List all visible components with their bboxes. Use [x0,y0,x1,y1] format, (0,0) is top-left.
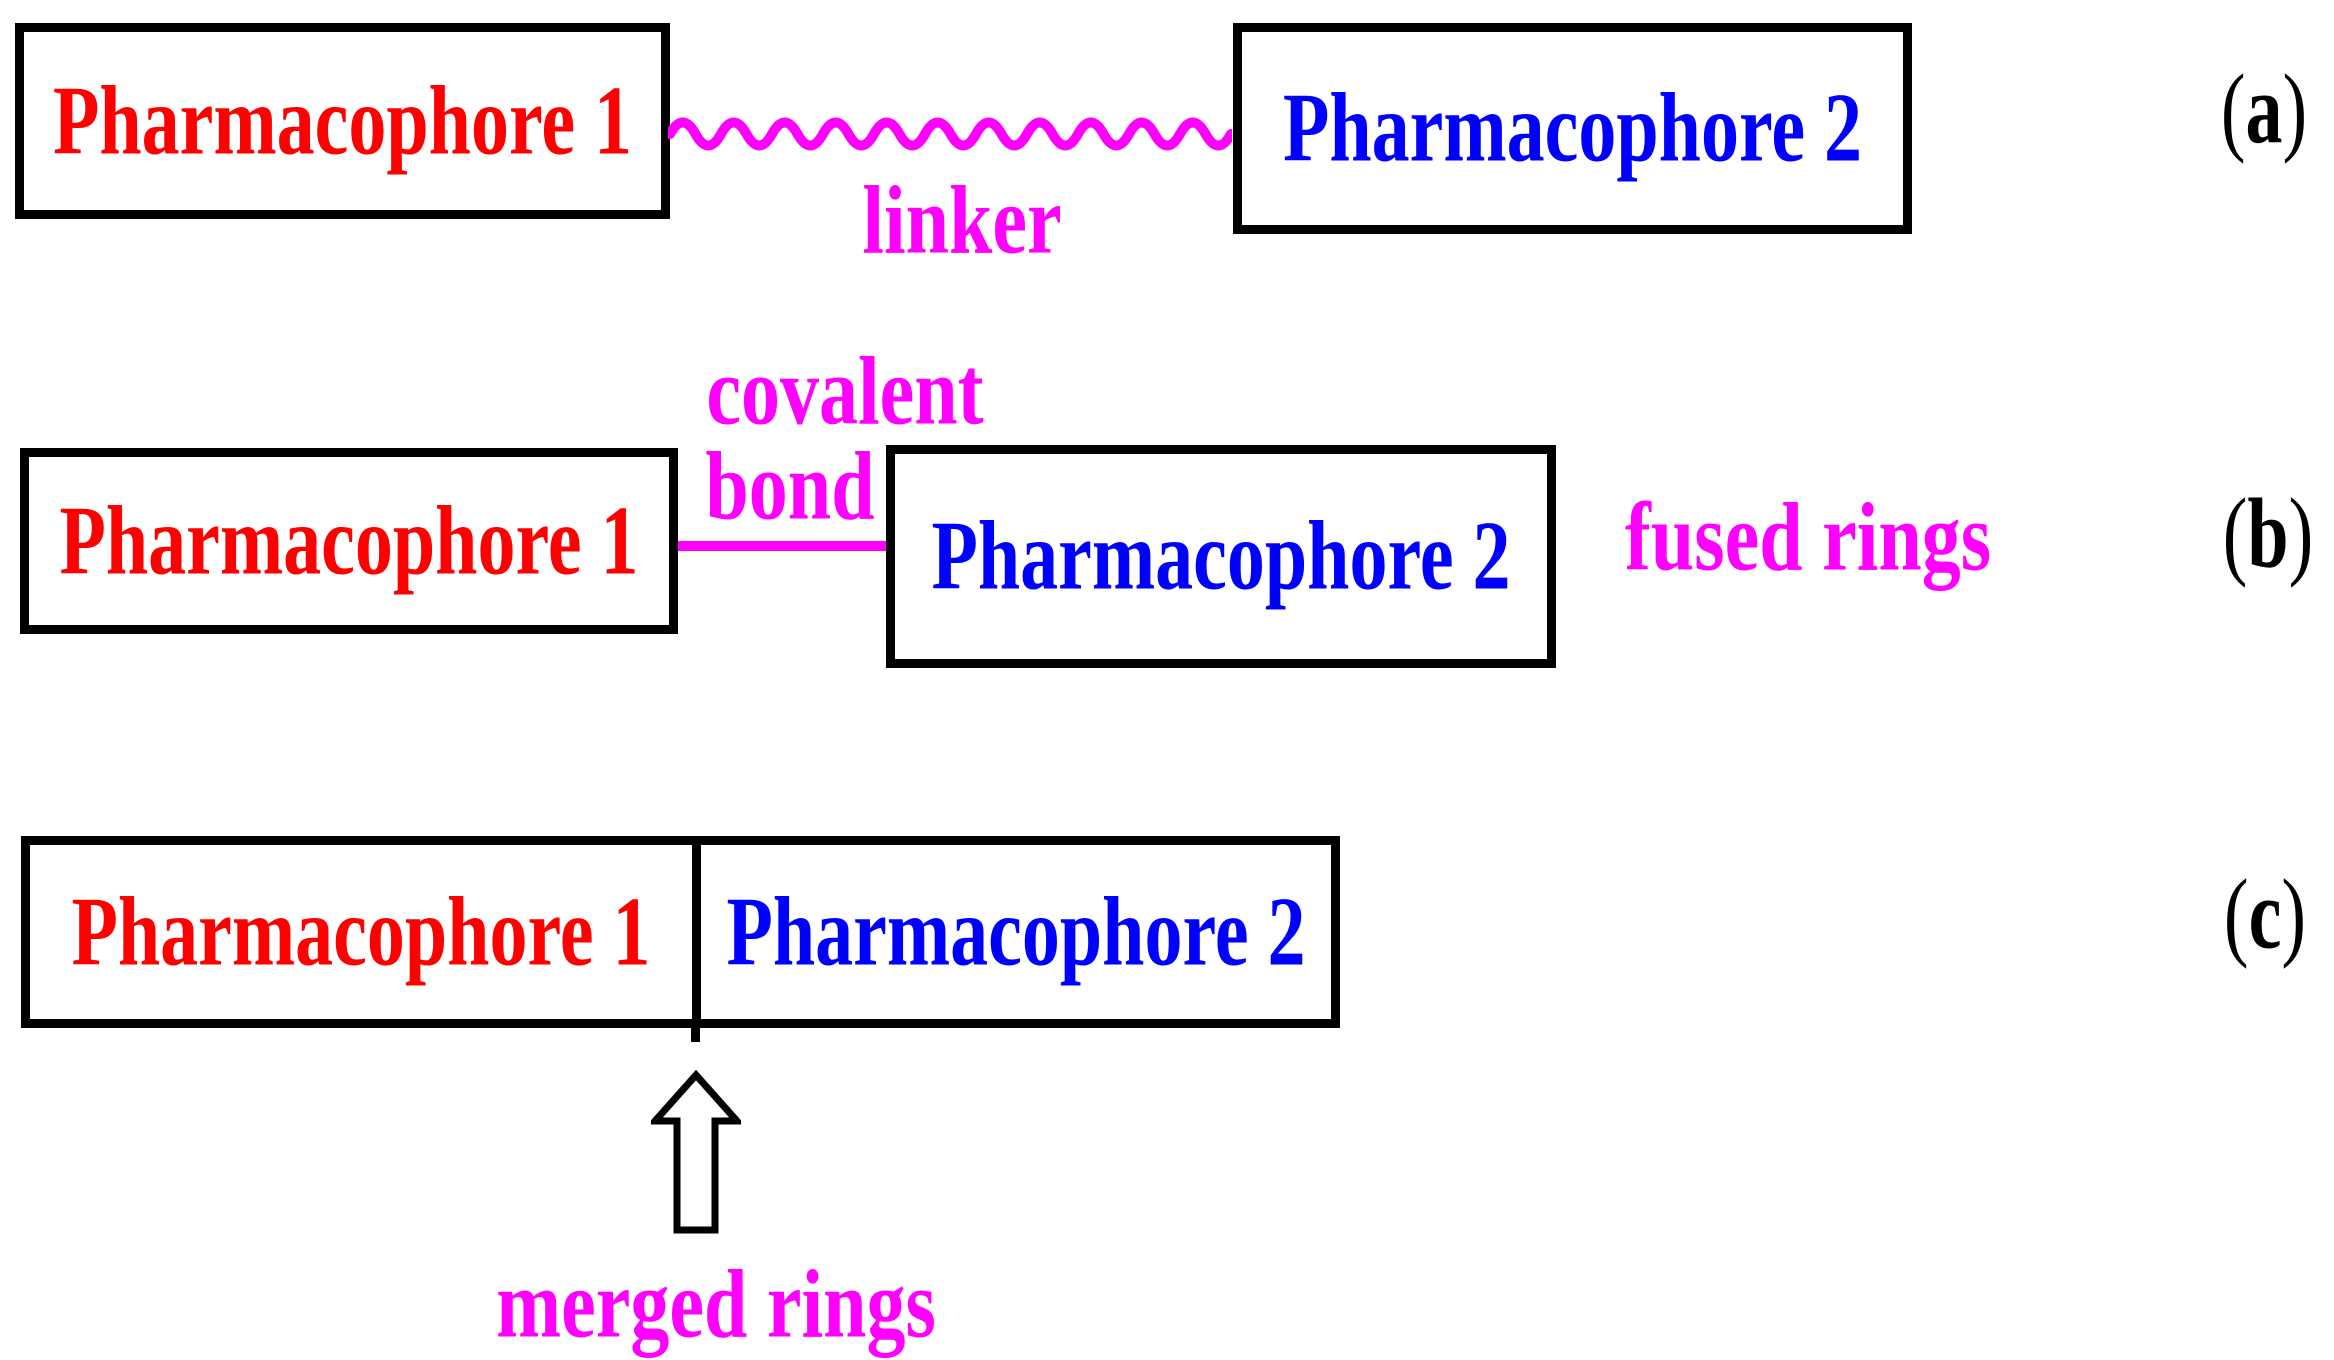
covalent-bond-label-line1: covalent [706,336,984,445]
panel-c-merged-box: Pharmacophore 1 Pharmacophore 2 [21,836,1340,1028]
panel-a-label-close-paren: ) [2282,54,2308,166]
panel-b-pharmacophore-1-box: Pharmacophore 1 [20,448,678,634]
merged-box-divider-stub [691,1025,700,1042]
up-arrow-icon [651,1070,741,1234]
panel-a-label-letter: a [2245,54,2283,166]
wavy-linker-icon [668,117,1232,151]
panel-a-label-open-paren: ( [2220,54,2246,166]
panel-b-label-letter: b [2247,478,2289,590]
covalent-bond-line [678,541,886,551]
panel-c-pharmacophore-2-text: Pharmacophore 2 [726,876,1306,986]
panel-a-pharmacophore-1-text: Pharmacophore 1 [52,65,633,175]
panel-a-pharmacophore-1-box: Pharmacophore 1 [15,23,670,219]
panel-a-label: (a) [2221,60,2307,160]
linker-label: linker [862,165,1062,274]
panel-c-pharmacophore-1-cell: Pharmacophore 1 [30,845,701,1019]
panel-a-pharmacophore-2-text: Pharmacophore 2 [1282,73,1863,183]
panel-c-pharmacophore-2-cell: Pharmacophore 2 [701,845,1331,1019]
panel-c-label-letter: c [2248,859,2282,971]
panel-b-label-open-paren: ( [2222,478,2248,590]
panel-a-pharmacophore-2-box: Pharmacophore 2 [1233,23,1912,234]
panel-b-label: (b) [2223,484,2313,584]
panel-b-pharmacophore-2-box: Pharmacophore 2 [886,445,1556,668]
covalent-bond-label-line2: bond [705,431,875,540]
panel-b-pharmacophore-2-text: Pharmacophore 2 [931,501,1511,611]
merged-rings-label: merged rings [496,1249,936,1358]
panel-c-label: (c) [2224,865,2306,965]
panel-c-label-open-paren: ( [2223,859,2249,971]
panel-b-pharmacophore-1-text: Pharmacophore 1 [59,485,639,595]
panel-c-label-close-paren: ) [2281,859,2307,971]
fused-rings-label: fused rings [1624,482,1992,591]
panel-b-label-close-paren: ) [2288,478,2314,590]
panel-c-pharmacophore-1-text: Pharmacophore 1 [71,876,651,986]
